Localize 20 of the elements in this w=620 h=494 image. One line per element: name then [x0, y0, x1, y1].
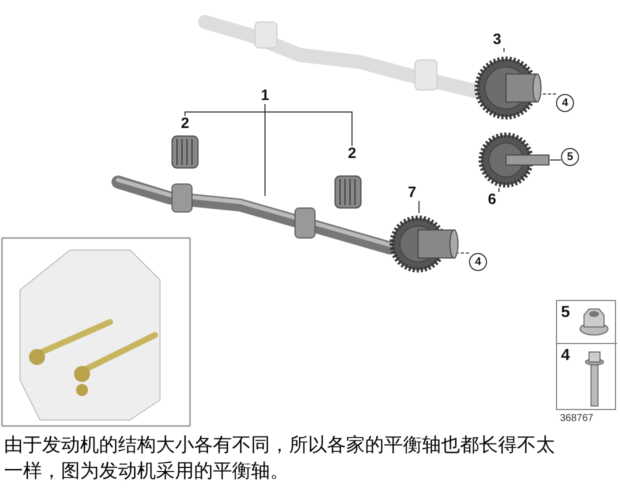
- leader-line: [418, 200, 420, 214]
- callout-number: 5: [561, 305, 570, 321]
- callout-number: 4: [469, 253, 487, 271]
- callout-number: 4: [561, 348, 570, 364]
- leader-line: [498, 188, 500, 192]
- callout-number: 2: [345, 146, 359, 162]
- callout-number: 5: [561, 148, 579, 166]
- leader-line: [458, 252, 470, 254]
- gear-drawing: [388, 213, 458, 275]
- callout-number: 2: [178, 116, 192, 132]
- caption: 由于发动机的结构大小各有不同，所以各家的平衡轴也都长得不太一样，图为发动机采用的平衡轴。: [4, 433, 556, 484]
- callout-number: 3: [490, 32, 504, 48]
- part-number: 368767: [560, 413, 594, 424]
- callout-number: 4: [556, 94, 574, 112]
- gear-drawing: [477, 132, 550, 188]
- leader-line: [264, 104, 266, 196]
- callout-number: 7: [405, 185, 419, 201]
- callout-number: 1: [258, 88, 272, 104]
- parts-panel: [556, 300, 616, 410]
- callout-number: 6: [485, 192, 499, 208]
